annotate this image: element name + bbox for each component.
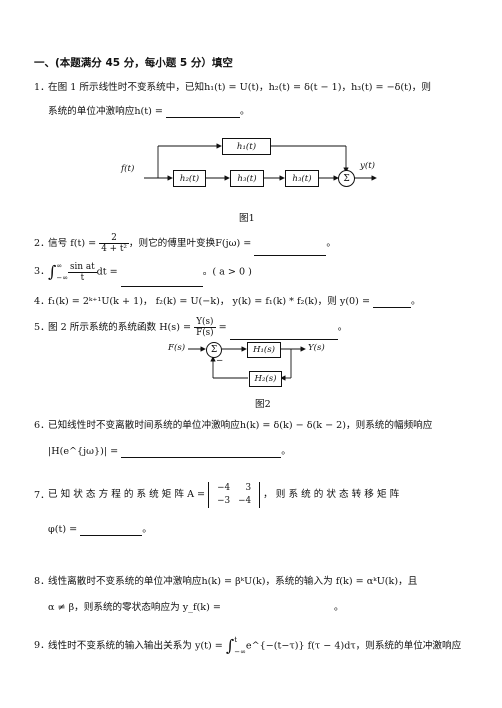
q6-line1: 已知线性时不变离散时间系统的单位冲激响应h(k) = δ(k) − δ(k − …: [48, 420, 433, 431]
q8-line1: 线性离散时不变系统的单位冲激响应h(k) = βᵏU(k)，系统的输入为 f(k…: [48, 576, 418, 587]
fig2-minus-sign: −: [216, 356, 224, 366]
fig2-input-label: F(s): [168, 343, 186, 353]
q8-line2: α ≠ β，则系统的零状态响应为 y_f(k) = 。: [48, 602, 344, 614]
fig1-output-label: y(t): [360, 161, 376, 171]
fig1-block-h3a: h₃(t): [230, 170, 264, 187]
figure1-caption: 图1: [239, 213, 255, 224]
q1-line1: 在图 1 所示线性时不变系统中，已知h₁(t) = U(t)，h₂(t) = δ…: [48, 82, 431, 93]
q1-answer-blank: [166, 106, 241, 118]
q7-number: 7．: [34, 490, 50, 501]
q5-answer-blank: [229, 328, 338, 340]
fig2-block-h1: H₁(s): [247, 342, 281, 358]
fig2-output-label: Y(s): [308, 343, 325, 353]
q6-answer-blank: [121, 446, 282, 458]
q3-answer-blank: [120, 275, 203, 287]
q5-number: 5．: [34, 322, 50, 333]
q6-line2: |H(e^{jω})| = 。: [48, 446, 291, 458]
q5-fraction: Y(s)F(s): [194, 317, 216, 338]
section-title: 一、(本题满分 45 分，每小题 5 分）填空: [34, 57, 233, 69]
q1-number: 1．: [34, 82, 50, 93]
q4-number: 4．: [34, 296, 50, 307]
fig1-block-h1: h₁(t): [222, 138, 271, 155]
q3-number: 3．: [34, 266, 50, 277]
q8-number: 8．: [34, 576, 50, 587]
q2-answer-blank: [254, 244, 327, 256]
q4-line: f₁(k) = 2ᵏ⁺¹U(k + 1)， f₂(k) = U(−k)， y(k…: [48, 296, 421, 308]
figure2-caption: 图2: [255, 399, 271, 410]
q2-number: 2．: [34, 238, 50, 249]
fig1-sum-node: Σ: [338, 170, 355, 187]
fig1-block-h3b: h₃(t): [285, 170, 319, 187]
fig2-sum-node: Σ: [206, 342, 222, 358]
fig1-input-label: f(t): [121, 164, 135, 174]
q7-line2: φ(t) = 。: [48, 524, 152, 536]
q5-line: 图 2 所示系统的系统函数 H(s) = Y(s)F(s) = 。: [48, 317, 348, 340]
q6-number: 6．: [34, 420, 50, 431]
q9-number: 9．: [34, 640, 50, 651]
q1-line2: 系统的单位冲激响应h(t) = 。: [48, 106, 250, 118]
q7-answer-blank: [80, 524, 143, 536]
q9-line: 线性时不变系统的输入输出关系为 y(t) = ∫t−∞e^{−(t−τ)} f(…: [48, 636, 462, 656]
fig1-block-h2: h₂(t): [173, 170, 206, 187]
q4-answer-blank: [373, 296, 412, 308]
fig2-block-h2: H₂(s): [249, 371, 282, 387]
q8-answer-blank: [224, 603, 334, 614]
